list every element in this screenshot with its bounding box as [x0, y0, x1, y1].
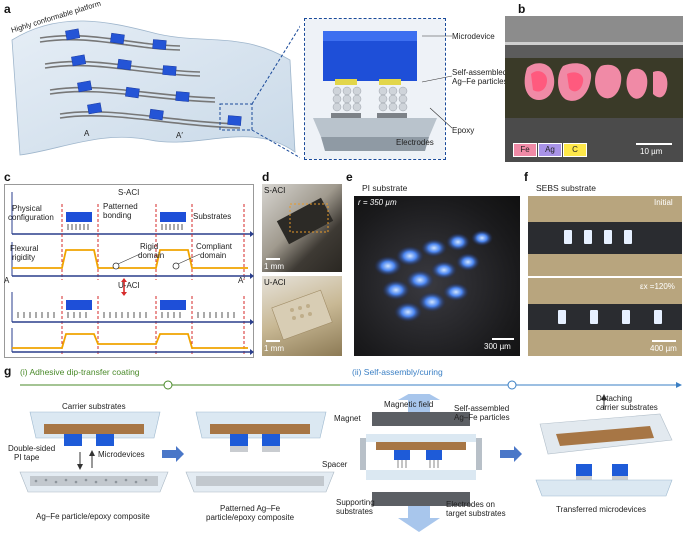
panel-b-micrograph [505, 16, 683, 162]
d-scale-bar-top [266, 258, 280, 260]
panel-c-box [4, 184, 254, 358]
callout-epoxy: Epoxy [452, 126, 475, 135]
panel-f-photo-top [528, 196, 682, 276]
zoom-box-a [219, 103, 253, 131]
callout-microdevice: Microdevice [452, 32, 495, 41]
f-initial: Initial [654, 198, 673, 207]
g-step2: (ii) Self-assembly/curing [352, 367, 443, 377]
panel-letter-d: d [262, 170, 270, 184]
panel-letter-a: a [4, 2, 11, 16]
u-aci-device-1 [66, 300, 92, 310]
callout-particles-2: Ag–Fe particles [452, 77, 508, 86]
physical-config-1: Physical [12, 204, 42, 213]
g-detaching-2: carrier substrates [596, 403, 658, 412]
callout-electrodes: Electrodes [396, 138, 434, 147]
d-scale-top: 1 mm [264, 262, 284, 271]
process-timeline [20, 380, 682, 390]
compliant-domain-1: Compliant [196, 242, 233, 251]
u-aci-rigidity-curve [12, 333, 248, 349]
g-supporting-2: substrates [336, 507, 373, 516]
g-self-assembled-1: Self-assembled [454, 404, 510, 413]
d-s-aci: S-ACI [264, 186, 286, 195]
g-carrier: Carrier substrates [62, 402, 126, 411]
g-electrodes-1: Electrodes on [446, 500, 495, 509]
legend-ag: Ag [538, 143, 562, 157]
panel-e-photo [354, 196, 520, 356]
g-transferred: Transferred microdevices [556, 505, 646, 514]
s-aci-title: S-ACI [118, 188, 140, 197]
g-microdevices: Microdevices [98, 450, 145, 459]
microdevices-grid [65, 28, 242, 126]
f-scale: 400 µm [650, 344, 677, 353]
marker-a: A [84, 129, 90, 138]
g-spacer: Spacer [322, 460, 348, 469]
magnetic-arrow-down [408, 506, 430, 520]
panel-letter-f: f [524, 170, 528, 184]
flexural-rigidity-2: rigidity [12, 253, 36, 262]
g-self-assembled-2: Ag–Fe particles [454, 413, 510, 422]
f-strain: εx =120% [640, 282, 675, 291]
g-patterned-1: Patterned Ag–Fe [220, 504, 281, 513]
e-scale: 300 µm [484, 342, 511, 351]
panel-g-illustration [19, 394, 673, 532]
g-magnetic-field: Magnetic field [384, 400, 434, 409]
callout-lines-a [421, 35, 453, 129]
panel-letter-b: b [518, 2, 526, 16]
panel-d-photo-top [262, 184, 342, 272]
f-title: SEBS substrate [536, 183, 597, 193]
compliant-domain-2: domain [200, 251, 227, 260]
rigid-domain-2: domain [138, 251, 165, 260]
led-array [374, 230, 493, 322]
scale-bar-b [636, 143, 672, 145]
process-arrow-2 [500, 446, 522, 462]
physical-config-2: configuration [8, 213, 54, 222]
particle-chains [332, 86, 408, 112]
marker-a-prime: A′ [176, 131, 183, 140]
g-magnet: Magnet [334, 414, 361, 423]
u-aci-title: U-ACI [118, 281, 140, 290]
f-scale-bar [652, 340, 676, 342]
u-aci-particle-ticks [17, 312, 235, 318]
g-double-sided-1: Double-sided [8, 444, 56, 453]
c-marker-a: A [4, 276, 10, 285]
patterned-bonding-1: Patterned [103, 202, 138, 211]
panel-f-photo-bottom [528, 278, 682, 356]
d-scale-bar-bottom [266, 340, 280, 342]
d-scale-bottom: 1 mm [264, 344, 284, 353]
e-scale-bar [492, 338, 514, 340]
panel-letter-c: c [4, 170, 11, 184]
u-aci-device-2 [160, 300, 186, 310]
panel-a-zoom-inset [304, 18, 446, 160]
e-title: PI substrate [362, 183, 408, 193]
conformable-sheet [11, 20, 296, 156]
legend-fe: Fe [513, 143, 537, 157]
process-arrow-1 [162, 446, 184, 462]
panel-letter-e: e [346, 170, 353, 184]
g-double-sided-2: PI tape [14, 453, 40, 462]
d-u-aci: U-ACI [264, 278, 286, 287]
panel-d-photo-bottom [262, 276, 342, 356]
c-marker-a-prime: A′ [238, 276, 245, 285]
panel-letter-g: g [4, 364, 12, 378]
g-patterned-2: particle/epoxy composite [206, 513, 295, 522]
s-aci-device-1 [66, 212, 92, 222]
substrates-label: Substrates [193, 212, 232, 221]
s-aci-rigidity-curve [12, 249, 248, 269]
g-composite: Ag–Fe particle/epoxy composite [36, 512, 150, 521]
panel-a-illustration [11, 20, 300, 159]
patterned-bonding-2: bonding [103, 211, 132, 220]
g-detaching-1: Detaching [596, 394, 633, 403]
g-supporting-1: Supporting [336, 498, 375, 507]
g-electrodes-2: target substrates [446, 509, 506, 518]
e-radius: r = 350 µm [358, 198, 397, 207]
g-step1: (i) Adhesive dip-transfer coating [20, 367, 140, 377]
legend-c: C [563, 143, 587, 157]
panel-c-diagram [11, 192, 254, 355]
scale-label-b: 10 µm [640, 147, 663, 156]
s-aci-device-2 [160, 212, 186, 222]
flexural-rigidity-1: Flexural [10, 244, 39, 253]
rigid-domain-1: Rigid [140, 242, 159, 251]
callout-particles-1: Self-assembled [452, 68, 508, 77]
